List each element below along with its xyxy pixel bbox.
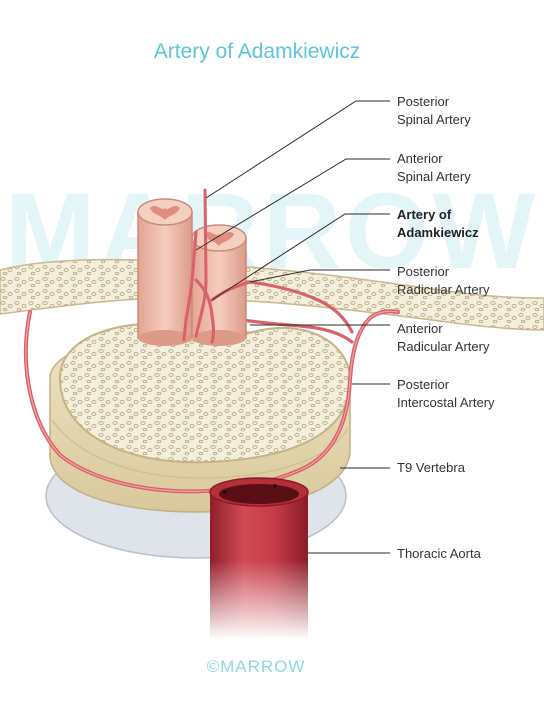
leader-posterior-spinal: [205, 100, 390, 199]
label-line: Adamkiewicz: [397, 225, 479, 240]
posterior-radicular-artery: [248, 280, 354, 334]
leader-adamkiewicz: [211, 213, 390, 301]
label-line: Radicular Artery: [397, 339, 490, 354]
diagram-title: Artery of Adamkiewicz: [154, 40, 361, 63]
label-line: Spinal Artery: [397, 169, 471, 184]
body-ring-line: [51, 419, 349, 479]
leader-posterior-radicular: [249, 269, 390, 283]
label-line: Posterior: [397, 94, 450, 109]
label-line: Spinal Artery: [397, 112, 471, 127]
label-line: Anterior: [397, 321, 443, 336]
posterior-spinal-artery: [194, 188, 208, 338]
intercostal-highlight: [25, 310, 399, 492]
label-anterior-spinal-artery: Anterior Spinal Artery: [397, 151, 471, 184]
leader-anterior-spinal: [195, 158, 390, 251]
label-line: T9 Vertebra: [397, 460, 466, 475]
label-line: Anterior: [397, 151, 443, 166]
label-line: Thoracic Aorta: [397, 546, 482, 561]
label-artery-of-adamkiewicz: Artery of Adamkiewicz: [397, 207, 479, 240]
label-line: Posterior: [397, 377, 450, 392]
label-thoracic-aorta: Thoracic Aorta: [397, 546, 482, 561]
label-anterior-radicular-artery: Anterior Radicular Artery: [397, 321, 490, 354]
thoracic-aorta: [206, 477, 312, 640]
footer-copyright: ©MARROW: [207, 657, 306, 676]
label-t9-vertebra: T9 Vertebra: [397, 460, 466, 475]
label-line: Artery of: [397, 207, 452, 222]
label-line: Posterior: [397, 264, 450, 279]
label-posterior-radicular-artery: Posterior Radicular Artery: [397, 264, 490, 297]
label-posterior-spinal-artery: Posterior Spinal Artery: [397, 94, 471, 127]
label-line: Radicular Artery: [397, 282, 490, 297]
label-posterior-intercostal-artery: Posterior Intercostal Artery: [397, 377, 495, 410]
anterior-spinal-artery: [182, 230, 198, 342]
label-line: Intercostal Artery: [397, 395, 495, 410]
artery-of-adamkiewicz: [194, 278, 216, 344]
